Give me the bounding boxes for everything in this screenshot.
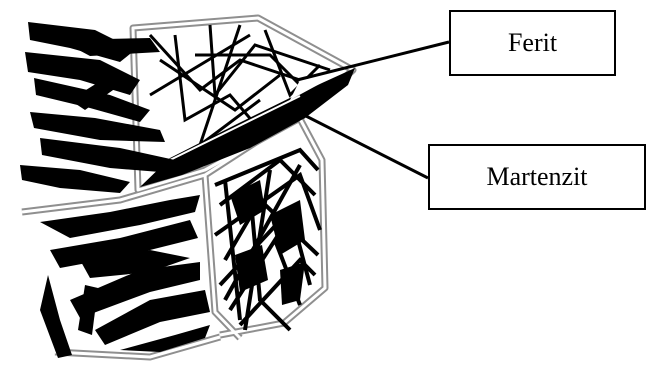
martensite-label: Martenzit: [486, 162, 587, 192]
leader-line-ferit: [297, 42, 449, 80]
martensite-plates-left: [20, 22, 175, 193]
ferrite-label: Ferit: [508, 28, 557, 58]
ferrite-label-box: Ferit: [449, 10, 616, 76]
martensite-label-box: Martenzit: [428, 144, 646, 210]
martensite-plates-lower: [40, 195, 210, 358]
